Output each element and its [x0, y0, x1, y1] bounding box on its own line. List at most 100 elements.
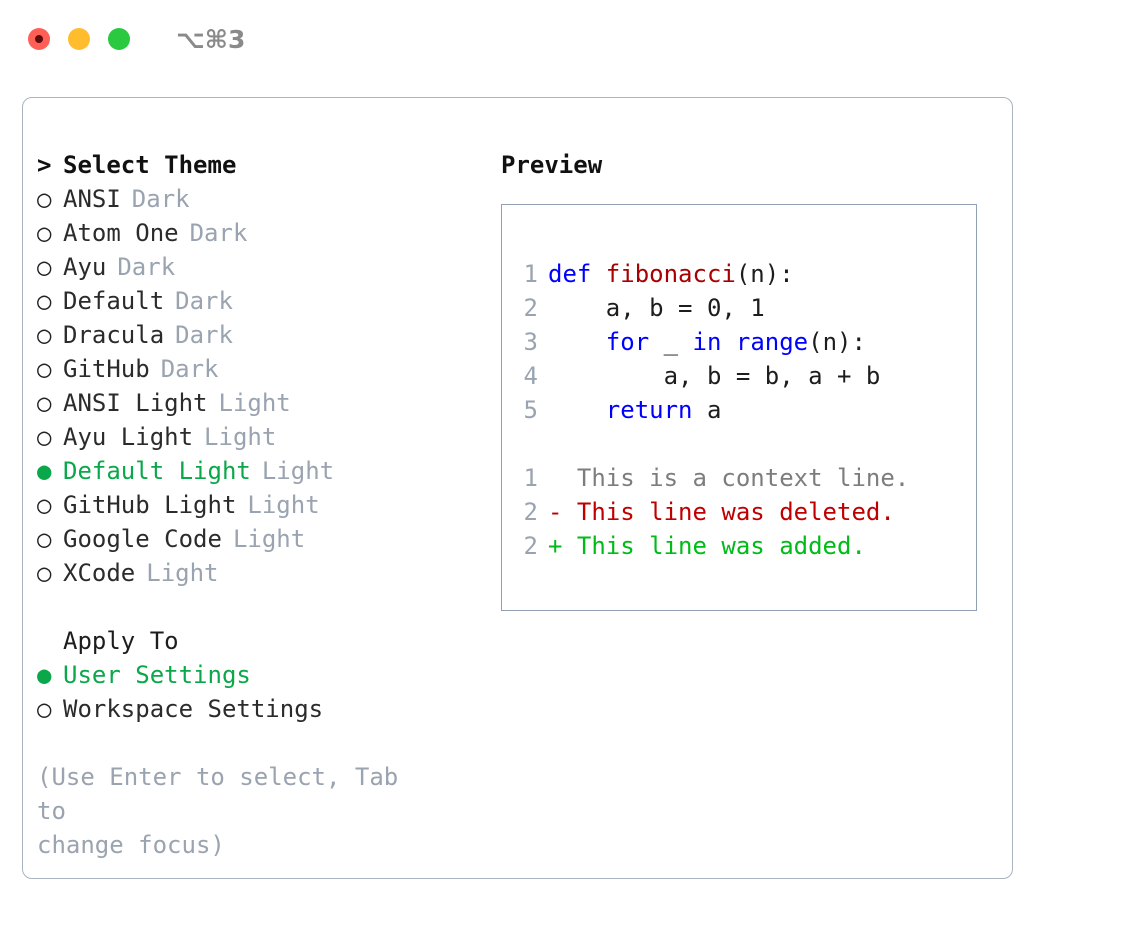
theme-list-title: Select Theme	[63, 151, 237, 179]
code-line-number: 1	[523, 260, 538, 288]
code-line: 2 a, b = 0, 1	[502, 291, 976, 325]
theme-category-tag: Light	[261, 457, 335, 485]
diff-spacer	[502, 427, 976, 461]
code-line-number: 3	[523, 328, 538, 356]
radio-unselected-icon: ○	[37, 185, 52, 213]
theme-name: Ayu Light	[63, 423, 194, 451]
close-button-icon[interactable]	[28, 28, 50, 50]
apply-to-item[interactable]: ● User Settings	[37, 658, 467, 692]
radio-unselected-icon: ○	[37, 695, 52, 723]
theme-category-tag: Dark	[189, 219, 248, 247]
radio-unselected-icon: ○	[37, 491, 52, 519]
code-line-number: 5	[523, 396, 538, 424]
recording-dot-icon	[35, 35, 43, 43]
radio-unselected-icon: ○	[37, 355, 52, 383]
diff-line-text: This is a context line.	[538, 461, 909, 495]
theme-name: Ayu	[63, 253, 107, 281]
radio-unselected-icon: ○	[37, 219, 52, 247]
diff-line-text: + This line was added.	[538, 529, 866, 563]
theme-category-tag: Dark	[131, 185, 190, 213]
radio-unselected-icon: ○	[37, 389, 52, 417]
radio-unselected-icon: ○	[37, 525, 52, 553]
diff-line-number: 2	[523, 498, 538, 526]
diff-line-text: - This line was deleted.	[538, 495, 895, 529]
theme-category-tag: Dark	[160, 355, 219, 383]
keyboard-shortcut-label: ⌥⌘3	[176, 24, 246, 54]
radio-selected-icon: ●	[37, 661, 52, 689]
theme-list-item[interactable]: ○ Ayu Dark	[37, 250, 467, 284]
minimize-button-icon[interactable]	[68, 28, 90, 50]
theme-name: Default Light	[63, 457, 251, 485]
preview-title: Preview	[501, 151, 603, 179]
theme-list-item[interactable]: ○ ANSI Light Light	[37, 386, 467, 420]
code-token-keyword: range	[735, 328, 809, 356]
code-token-plain	[721, 328, 735, 356]
code-token-plain: a, b = 0, 1	[548, 294, 765, 322]
apply-to-header: Apply To	[37, 624, 467, 658]
theme-name: Default	[63, 287, 165, 315]
diff-line: 2- This line was deleted.	[502, 495, 976, 529]
diff-sample: 1 This is a context line. 2- This line wa…	[502, 461, 976, 563]
code-line-text: a, b = 0, 1	[538, 291, 765, 325]
apply-to-name: User Settings	[63, 661, 251, 689]
radio-unselected-icon: ○	[37, 253, 52, 281]
theme-name: Dracula	[63, 321, 165, 349]
help-text-line-2: change focus)	[37, 831, 225, 859]
code-token-keyword: for	[605, 328, 650, 356]
diff-body: This line was added.	[576, 532, 866, 560]
code-line-text: for _ in range(n):	[538, 325, 866, 359]
code-line-text: a, b = b, a + b	[538, 359, 881, 393]
theme-category-tag: Light	[218, 389, 291, 417]
traffic-lights	[28, 28, 130, 50]
diff-body: This is a context line.	[576, 464, 910, 492]
code-line: 5 return a	[502, 393, 976, 427]
maximize-button-icon[interactable]	[108, 28, 130, 50]
code-token-plain	[548, 328, 606, 356]
code-line-number: 2	[523, 294, 538, 322]
theme-name: Google Code	[63, 525, 222, 553]
code-line: 4 a, b = b, a + b	[502, 359, 976, 393]
code-token-plain: a	[692, 396, 722, 424]
diff-line: 2+ This line was added.	[502, 529, 976, 563]
code-token-keyword: def	[548, 260, 606, 288]
code-token-function: fibonacci	[605, 260, 736, 288]
apply-to-item[interactable]: ○ Workspace Settings	[37, 692, 467, 726]
diff-line-number: 1	[523, 464, 538, 492]
theme-name: ANSI Light	[63, 389, 208, 417]
theme-category-tag: Light	[146, 559, 219, 587]
apply-to-list: ● User Settings ○ Workspace Settings	[37, 658, 467, 726]
theme-name: GitHub	[63, 355, 150, 383]
help-text: (Use Enter to select, Tab to change focu…	[37, 760, 437, 862]
title-bar: ⌥⌘3	[0, 0, 1140, 78]
diff-sign: +	[548, 532, 563, 560]
theme-list-item[interactable]: ● Default Light Light	[37, 454, 467, 488]
code-line-text: def fibonacci(n):	[538, 257, 794, 291]
theme-category-tag: Dark	[117, 253, 176, 281]
theme-list-item[interactable]: ○ GitHub Dark	[37, 352, 467, 386]
radio-selected-icon: ●	[37, 457, 52, 485]
code-token-plain	[548, 396, 606, 424]
code-line: 3 for _ in range(n):	[502, 325, 976, 359]
apply-to-name: Workspace Settings	[63, 695, 324, 723]
radio-unselected-icon: ○	[37, 287, 52, 315]
radio-unselected-icon: ○	[37, 423, 52, 451]
theme-name: XCode	[63, 559, 136, 587]
apply-to-label: Apply To	[63, 627, 179, 655]
prompt-caret-icon: >	[37, 151, 52, 179]
code-token-plain: (n):	[735, 260, 794, 288]
